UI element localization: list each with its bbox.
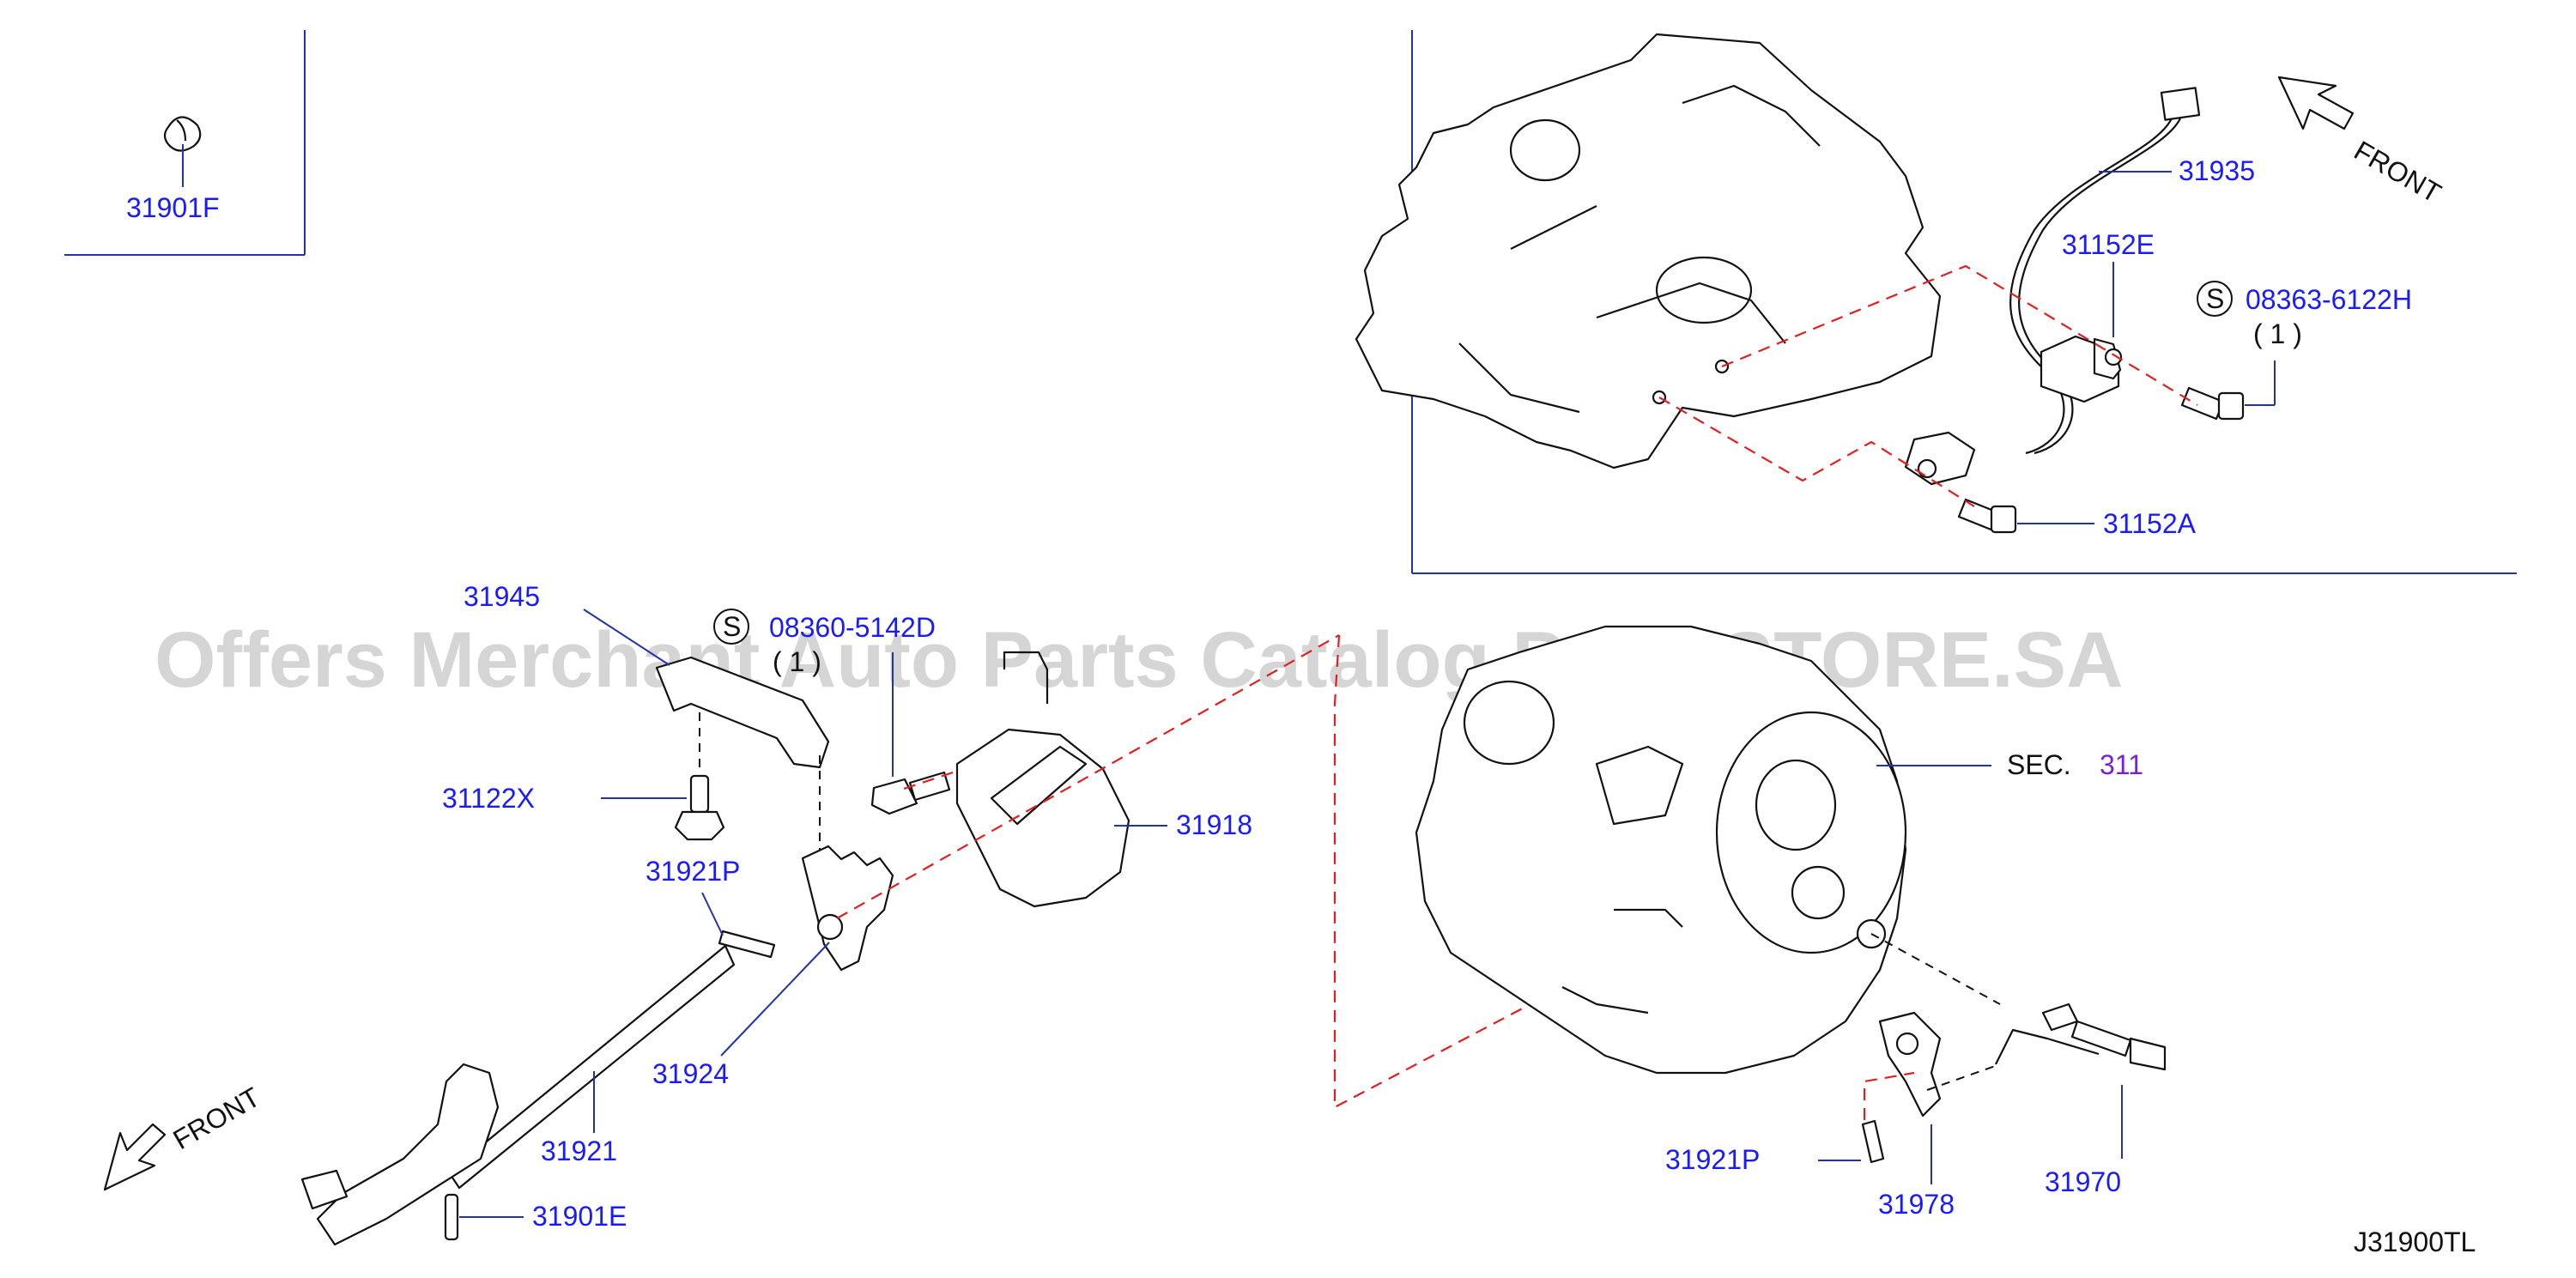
label-31122X[interactable]: 31122X bbox=[442, 783, 535, 814]
screw-symbol-mid: S bbox=[713, 609, 749, 645]
transmission-case bbox=[1415, 625, 1907, 1075]
label-31978[interactable]: 31978 bbox=[1878, 1189, 1955, 1220]
dashed-callouts-top bbox=[1658, 264, 2198, 507]
screw-symbol-mid-label: S bbox=[723, 611, 741, 642]
front-arrow-bottom: FRONT bbox=[103, 1081, 265, 1191]
pin-31921P-left bbox=[701, 892, 776, 959]
part-31970-sensor bbox=[1995, 1002, 2167, 1159]
part-31945-lever bbox=[583, 609, 830, 769]
label-31152A[interactable]: 31152A bbox=[2103, 508, 2197, 539]
transmission-housing-top bbox=[1355, 33, 1942, 469]
label-31921[interactable]: 31921 bbox=[541, 1136, 617, 1166]
part-31978-bracket bbox=[1878, 1011, 1942, 1184]
part-31918-switch bbox=[955, 651, 1167, 908]
label-31935[interactable]: 31935 bbox=[2179, 155, 2255, 186]
label-31901F[interactable]: 31901F bbox=[126, 192, 220, 223]
section-prefix: SEC. bbox=[2007, 749, 2071, 780]
part-31924-detent bbox=[720, 755, 894, 1057]
section-number-311[interactable]: 311 bbox=[2100, 749, 2143, 780]
qty-08363-6122H: ( 1 ) bbox=[2253, 318, 2302, 349]
label-31945[interactable]: 31945 bbox=[464, 581, 540, 612]
bolt-31122X bbox=[601, 712, 725, 841]
label-08360-5142D[interactable]: 08360-5142D bbox=[769, 612, 936, 643]
drawing-code: J31900TL bbox=[2354, 1227, 2476, 1257]
qty-08360-5142D: ( 1 ) bbox=[773, 646, 821, 677]
part-31935-sensor-harness bbox=[1904, 87, 2201, 486]
screw-symbol-top: S bbox=[2197, 281, 2233, 317]
label-31921P-right[interactable]: 31921P bbox=[1665, 1144, 1760, 1175]
label-31918[interactable]: 31918 bbox=[1176, 809, 1252, 840]
pin-31901E bbox=[444, 1193, 524, 1241]
bolt-08363-6122H bbox=[2180, 360, 2276, 421]
label-31924[interactable]: 31924 bbox=[652, 1058, 729, 1089]
label-08363-6122H[interactable]: 08363-6122H bbox=[2246, 284, 2412, 315]
part-31901F-clip bbox=[163, 116, 202, 187]
label-31901E[interactable]: 31901E bbox=[532, 1201, 627, 1232]
front-arrow-top: FRONT bbox=[2277, 76, 2446, 209]
pin-31921P-right bbox=[1818, 1119, 1885, 1164]
part-31921-shaft bbox=[300, 944, 736, 1246]
bolt-31152A bbox=[1957, 498, 2094, 534]
label-31152E[interactable]: 31152E bbox=[2062, 229, 2155, 260]
inset-frame-topleft bbox=[64, 30, 306, 256]
front-label-top: FRONT bbox=[2349, 135, 2446, 209]
part-31152E-bracket bbox=[2040, 262, 2123, 403]
label-31921P-left[interactable]: 31921P bbox=[646, 856, 740, 887]
dashed-callouts-right bbox=[1863, 933, 2001, 1120]
label-31970[interactable]: 31970 bbox=[2045, 1166, 2121, 1197]
front-label-bottom: FRONT bbox=[168, 1081, 265, 1155]
dashed-callouts-left bbox=[836, 634, 1580, 1109]
screw-symbol-top-label: S bbox=[2206, 283, 2224, 314]
